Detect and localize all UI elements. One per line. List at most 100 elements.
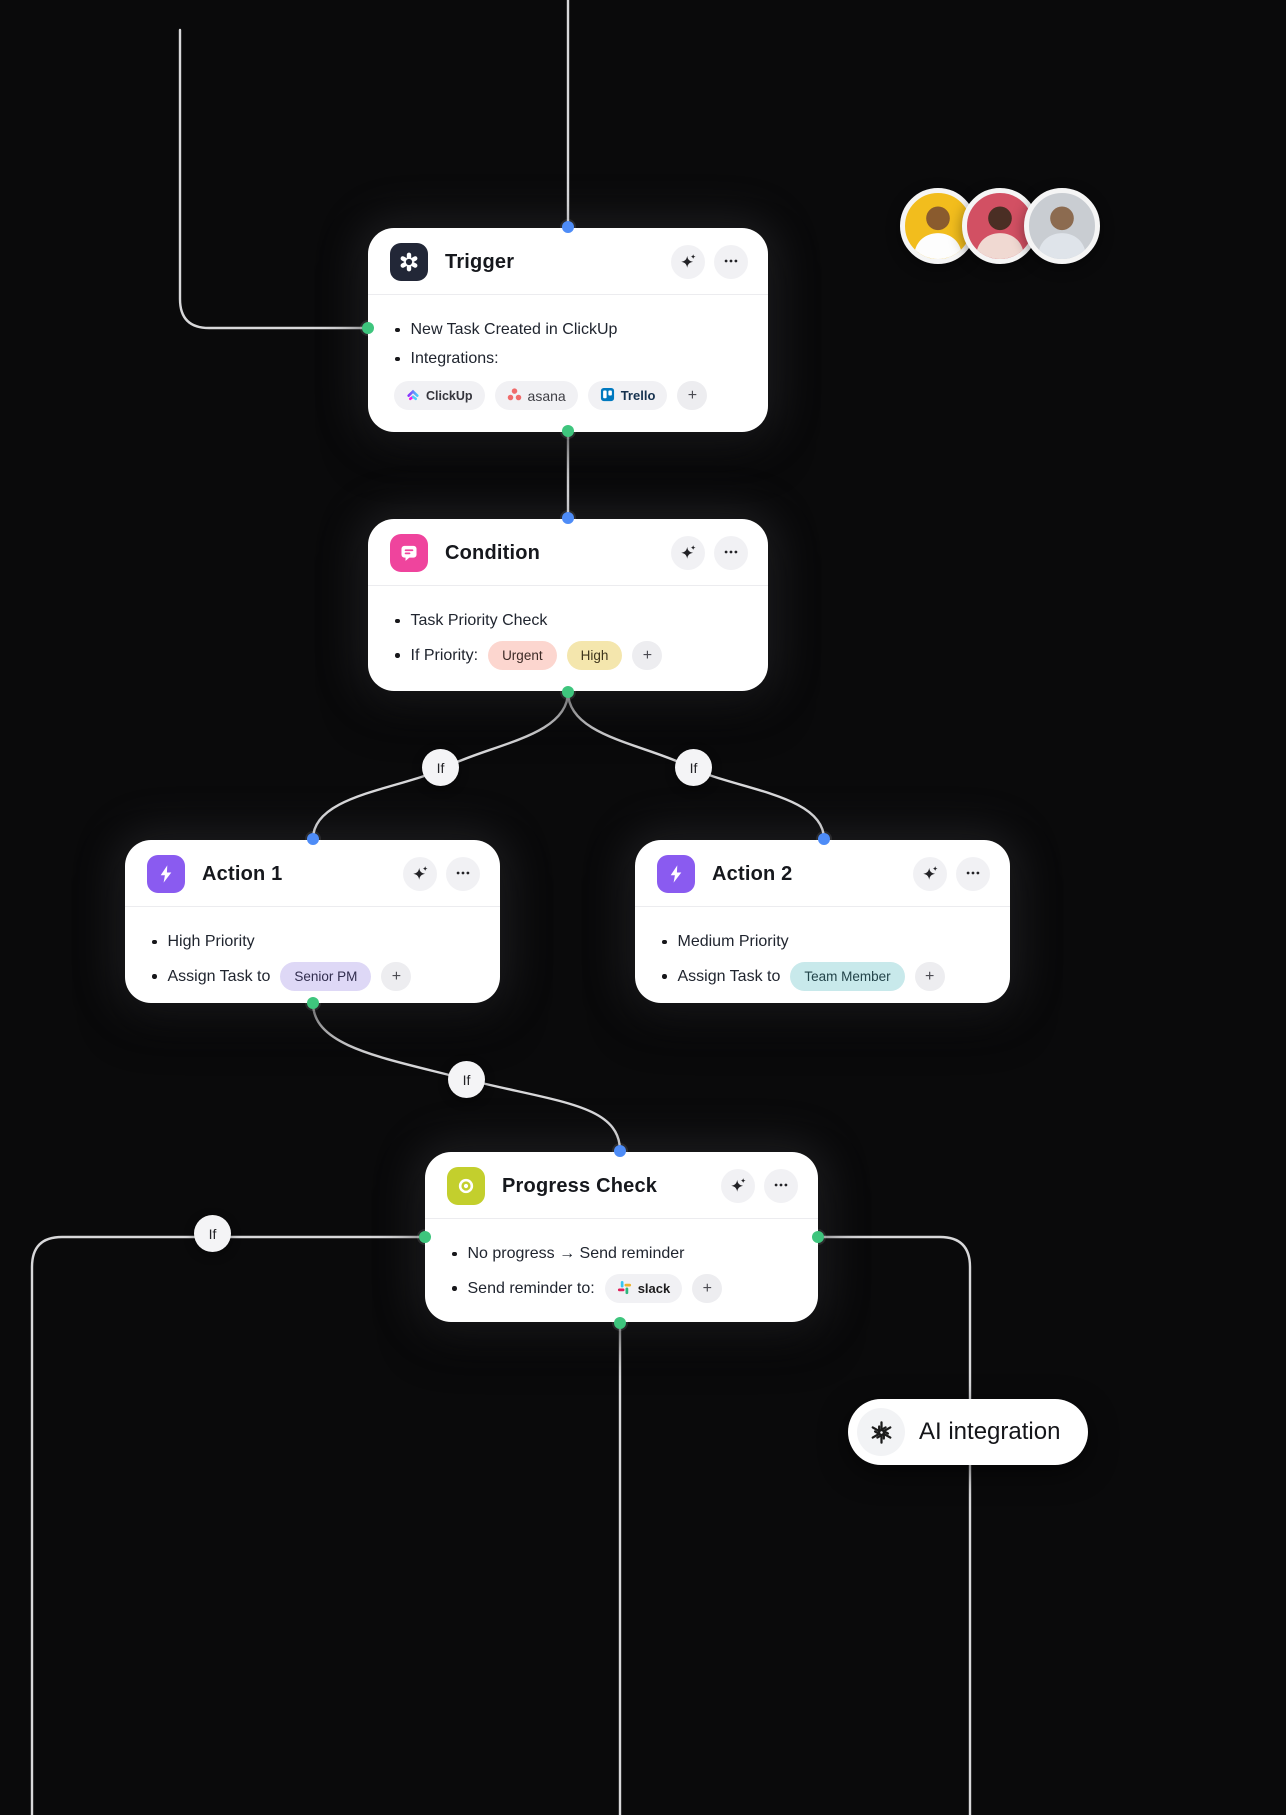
action2-detail-2: Assign Task to Team Member + xyxy=(659,962,986,991)
ellipsis-icon xyxy=(722,252,740,273)
add-integration-button[interactable]: + xyxy=(677,381,708,410)
more-options-button[interactable] xyxy=(714,536,748,570)
more-options-button[interactable] xyxy=(446,857,480,891)
ai-sparkle-button[interactable] xyxy=(671,536,705,570)
action2-card-header: Action 2 xyxy=(635,840,1010,906)
action2-node-card[interactable]: Action 2 Medium Priority Assign Task t xyxy=(635,840,1010,1003)
asana-logo-icon xyxy=(507,387,522,405)
node-title: Action 1 xyxy=(202,862,283,885)
progress-check-node-card[interactable]: Progress Check No progress → Send remind… xyxy=(425,1152,818,1322)
ai-integration-badge[interactable]: AI integration xyxy=(848,1399,1089,1465)
ellipsis-icon xyxy=(454,864,472,885)
high-priority-chip[interactable]: High xyxy=(566,641,623,670)
connector-left-to-trigger xyxy=(178,28,370,330)
ai-sparkle-button[interactable] xyxy=(403,857,437,891)
action1-detail-2-text: Assign Task to xyxy=(167,967,271,985)
clickup-chip-label: ClickUp xyxy=(426,388,473,403)
sparkle-icon xyxy=(921,864,939,885)
slack-chip[interactable]: slack xyxy=(604,1274,683,1303)
trigger-input-port[interactable] xyxy=(562,221,574,233)
progress-detail-1: No progress → Send reminder xyxy=(449,1245,794,1263)
ellipsis-icon xyxy=(964,864,982,885)
trigger-gear-icon xyxy=(390,243,428,281)
condition-card-header: Condition xyxy=(368,519,768,585)
add-assignee-button[interactable]: + xyxy=(914,962,945,991)
if-label: If xyxy=(208,1225,217,1242)
node-title: Trigger xyxy=(445,250,515,273)
action1-detail-1: High Priority xyxy=(149,933,476,951)
trigger-detail-1: New Task Created in ClickUp xyxy=(392,321,744,339)
action2-detail-2-text: Assign Task to xyxy=(677,967,781,985)
node-title: Action 2 xyxy=(712,862,793,885)
team-avatars xyxy=(900,188,1100,264)
urgent-priority-chip[interactable]: Urgent xyxy=(488,641,557,670)
action1-input-port[interactable] xyxy=(307,833,319,845)
progress-card-header: Progress Check xyxy=(425,1152,818,1218)
trello-logo-icon xyxy=(600,387,615,405)
ai-sparkle-button[interactable] xyxy=(913,857,947,891)
progress-input-port[interactable] xyxy=(614,1145,626,1157)
ai-sparkle-button[interactable] xyxy=(671,245,705,279)
branch-if-badge-progress: If xyxy=(448,1061,485,1098)
if-label: If xyxy=(436,759,445,776)
bullet-dot xyxy=(395,356,400,362)
clickup-logo-icon xyxy=(406,387,420,404)
condition-input-port[interactable] xyxy=(562,512,574,524)
trello-chip-label: Trello xyxy=(620,388,656,403)
asana-chip-label: asana xyxy=(527,387,566,404)
action1-node-card[interactable]: Action 1 High Priority Assign Task to xyxy=(125,840,500,1003)
bullet-dot xyxy=(662,939,667,945)
trigger-node-card[interactable]: Trigger New Task Created in ClickUp In xyxy=(368,228,768,432)
progress-right-port[interactable] xyxy=(812,1231,824,1243)
connector-progress-left-branch xyxy=(30,1235,427,1815)
openai-icon xyxy=(857,1408,905,1456)
senior-pm-assignee-chip[interactable]: Senior PM xyxy=(280,962,372,991)
more-options-button[interactable] xyxy=(764,1169,798,1203)
connector-progress-right-branch xyxy=(816,1235,972,1815)
slack-chip-label: slack xyxy=(637,1281,671,1296)
ai-integration-label: AI integration xyxy=(919,1418,1061,1445)
action1-detail-1-text: High Priority xyxy=(167,933,255,950)
asana-chip[interactable]: asana xyxy=(494,381,578,410)
progress-eye-icon xyxy=(447,1167,485,1205)
more-options-button[interactable] xyxy=(956,857,990,891)
bullet-dot xyxy=(152,939,157,945)
sparkle-icon xyxy=(729,1176,747,1197)
condition-detail-2-text: If Priority: xyxy=(410,646,479,664)
trigger-detail-1-text: New Task Created in ClickUp xyxy=(410,321,618,338)
trigger-output-port[interactable] xyxy=(562,425,574,437)
condition-output-port[interactable] xyxy=(562,686,574,698)
bullet-dot xyxy=(452,1251,457,1257)
sparkle-icon xyxy=(411,864,429,885)
action2-detail-1-text: Medium Priority xyxy=(677,933,789,950)
action1-output-port[interactable] xyxy=(307,997,319,1009)
trigger-card-header: Trigger xyxy=(368,228,768,294)
node-title: Progress Check xyxy=(502,1174,658,1197)
action1-card-header: Action 1 xyxy=(125,840,500,906)
add-assignee-button[interactable]: + xyxy=(381,962,412,991)
more-options-button[interactable] xyxy=(714,245,748,279)
action1-detail-2: Assign Task to Senior PM + xyxy=(149,962,476,991)
add-reminder-target-button[interactable]: + xyxy=(692,1274,723,1303)
team-member-assignee-chip[interactable]: Team Member xyxy=(790,962,905,991)
condition-node-card[interactable]: Condition Task Priority Check If Prior xyxy=(368,519,768,691)
trello-chip[interactable]: Trello xyxy=(587,381,668,410)
condition-detail-2: If Priority: Urgent High + xyxy=(392,641,744,670)
branch-if-badge-left: If xyxy=(422,749,459,786)
progress-left-port[interactable] xyxy=(419,1231,431,1243)
bullet-dot xyxy=(395,653,400,658)
ellipsis-icon xyxy=(772,1176,790,1197)
ai-sparkle-button[interactable] xyxy=(721,1169,755,1203)
progress-output-port[interactable] xyxy=(614,1317,626,1329)
trigger-left-port[interactable] xyxy=(362,322,374,334)
bullet-dot xyxy=(152,974,157,979)
action2-input-port[interactable] xyxy=(818,833,830,845)
branch-if-badge-right: If xyxy=(675,749,712,786)
if-label: If xyxy=(462,1071,471,1088)
condition-message-icon xyxy=(390,534,428,572)
clickup-chip[interactable]: ClickUp xyxy=(394,381,485,410)
progress-detail-2-text: Send reminder to: xyxy=(467,1279,595,1297)
add-priority-button[interactable]: + xyxy=(632,641,663,670)
trigger-detail-2-text: Integrations: xyxy=(410,350,499,367)
